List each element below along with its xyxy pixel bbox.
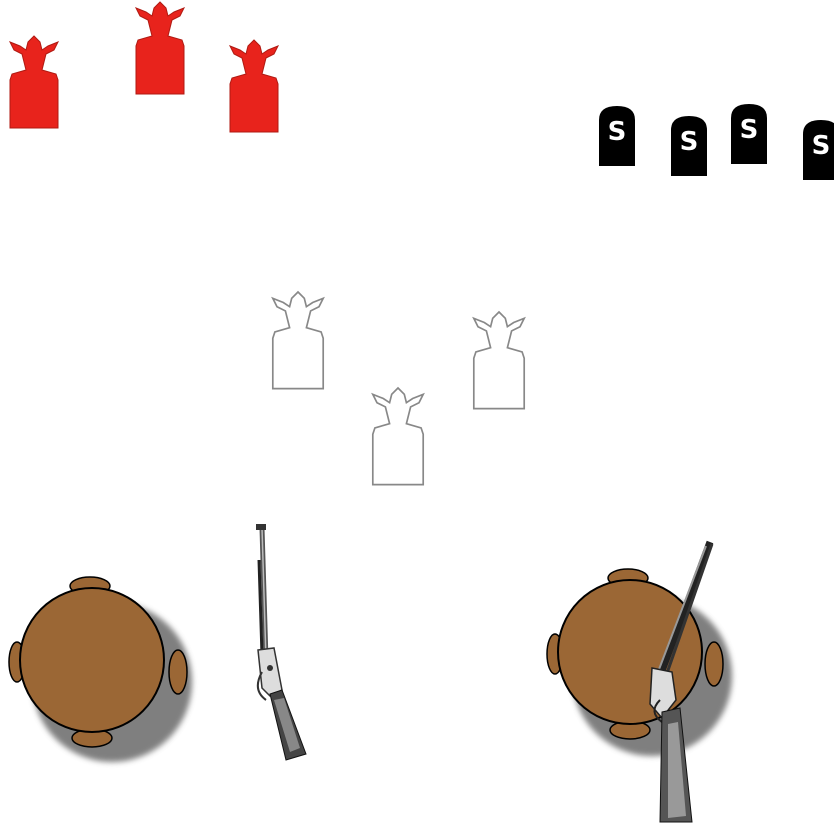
- white-target-1: [273, 292, 323, 389]
- table-left: [9, 577, 192, 762]
- steel-target-4: S: [803, 120, 834, 180]
- table-top: [558, 580, 702, 724]
- red-targets-group: [10, 2, 278, 132]
- table-top: [20, 588, 164, 732]
- steel-targets-group: S S S S: [599, 104, 834, 180]
- steel-target-label: S: [608, 117, 627, 147]
- white-target-3: [373, 388, 423, 485]
- white-target-2: [474, 312, 524, 409]
- steel-target-3: S: [731, 104, 767, 164]
- table-leg-right: [169, 650, 187, 694]
- red-target-3: [230, 40, 278, 132]
- steel-target-1: S: [599, 106, 635, 166]
- white-targets-group: [273, 292, 524, 485]
- rifle-icon: [256, 524, 306, 760]
- red-target-1: [10, 36, 58, 128]
- table-right: [547, 569, 732, 756]
- steel-target-label: S: [680, 127, 699, 157]
- steel-target-2: S: [671, 116, 707, 176]
- table-leg-right: [705, 642, 723, 686]
- steel-target-label: S: [740, 115, 759, 145]
- steel-target-label: S: [812, 131, 831, 161]
- red-target-2: [136, 2, 184, 94]
